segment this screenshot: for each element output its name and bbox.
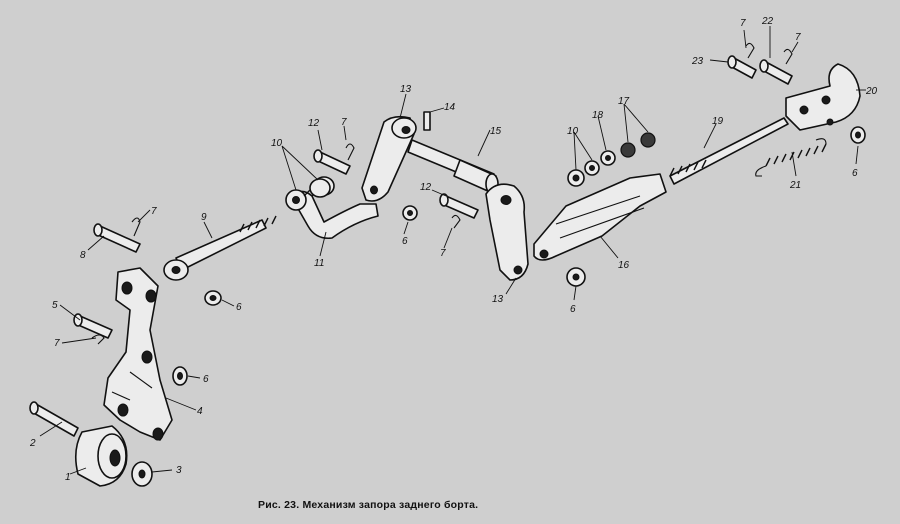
callout-16: 16: [618, 260, 630, 271]
callout-2: 2: [29, 438, 36, 449]
callout-7: 7: [54, 338, 60, 349]
callout-10: 10: [567, 126, 579, 137]
callout-23: 23: [691, 56, 704, 67]
callout-6: 6: [852, 168, 858, 179]
callout-13: 13: [400, 84, 412, 95]
bracket-lever-part: [103, 267, 173, 441]
callout-6: 6: [236, 302, 242, 313]
callout-5: 5: [52, 300, 58, 311]
callout-22: 22: [761, 16, 774, 27]
long-rod-part: [669, 117, 789, 185]
washer-parts: [131, 126, 866, 487]
callout-7: 7: [795, 32, 801, 43]
figure-caption: Рис. 23. Механизм запора заднего борта.: [258, 499, 479, 511]
callout-13: 13: [492, 294, 504, 305]
callout-7: 7: [740, 18, 746, 29]
callout-14: 14: [444, 102, 456, 113]
callout-6: 6: [402, 236, 408, 247]
callout-labels: 1 2 3 4 5 7 6 8 7 9 6 10 11 12 7 13 14 1…: [29, 16, 878, 483]
upper-lever-part: [361, 115, 417, 202]
callout-1: 1: [65, 472, 71, 483]
roller-part: [74, 425, 128, 487]
callout-18: 18: [592, 110, 604, 121]
callout-12: 12: [308, 118, 320, 129]
callout-3: 3: [176, 465, 182, 476]
callout-7: 7: [440, 248, 446, 259]
callout-12: 12: [420, 182, 432, 193]
pin-parts: [29, 55, 793, 437]
callout-17: 17: [618, 96, 630, 107]
nut-parts: [309, 132, 656, 198]
cotter-pin-parts: [91, 42, 793, 345]
leader-lines: [39, 26, 866, 475]
link-part: [533, 173, 667, 261]
callout-7: 7: [341, 117, 347, 128]
callout-8: 8: [80, 250, 86, 261]
callout-7: 7: [151, 206, 157, 217]
callout-9: 9: [201, 212, 207, 223]
callout-10: 10: [271, 138, 283, 149]
callout-20: 20: [865, 86, 878, 97]
callout-11: 11: [314, 258, 324, 269]
callout-19: 19: [712, 116, 724, 127]
hook-latch-part: [785, 63, 861, 131]
callout-6: 6: [570, 304, 576, 315]
spring-part: [755, 138, 827, 177]
callout-4: 4: [197, 406, 203, 417]
callout-15: 15: [490, 126, 502, 137]
lower-lever-part: [485, 183, 529, 281]
rod-part: [163, 215, 277, 281]
callout-21: 21: [789, 180, 801, 191]
callout-6: 6: [203, 374, 209, 385]
